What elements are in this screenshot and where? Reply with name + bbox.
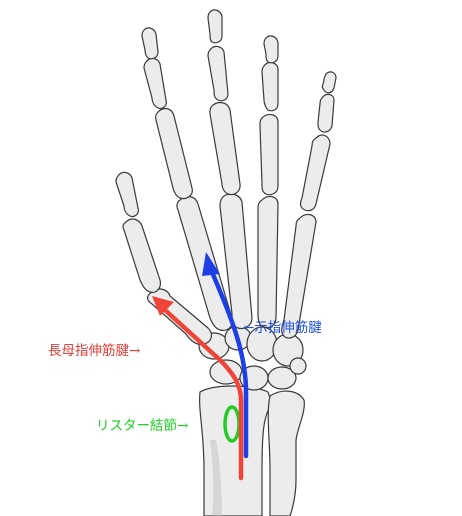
thumb-metacarpal (146, 288, 213, 345)
thumb-proximal-phalanx (122, 218, 161, 293)
middle-distal-phalanx (207, 9, 223, 44)
little-finger-bones (281, 71, 337, 339)
radius-bone (199, 385, 273, 516)
ulna-bone (267, 390, 305, 516)
edc-tendon-arrowhead (202, 252, 220, 276)
forearm-bones (199, 385, 305, 516)
carpal-triquetrum (267, 366, 297, 390)
carpal-pisiform (289, 357, 307, 375)
epl-tendon-arrowhead (152, 296, 174, 316)
middle-middle-phalanx (207, 45, 229, 102)
ring-metacarpal (257, 195, 279, 329)
little-proximal-phalanx (299, 134, 331, 212)
middle-finger-bones (207, 9, 253, 330)
extensor-pollicis-longus-tendon (162, 307, 244, 481)
little-metacarpal (281, 213, 317, 339)
little-middle-phalanx (317, 93, 335, 133)
ring-proximal-phalanx (259, 113, 279, 196)
little-distal-phalanx (321, 71, 337, 94)
epl-tendon-label: 長母指伸筋腱→ (48, 343, 141, 359)
extensor-indicis-tendon-label: ←示指伸筋腱 (243, 320, 322, 336)
middle-proximal-phalanx (209, 101, 241, 196)
lister-tubercle-label: リスター結節→ (96, 418, 189, 434)
index-middle-phalanx (143, 57, 167, 110)
middle-metacarpal (219, 193, 253, 330)
thumb-distal-phalanx (115, 171, 139, 218)
ring-finger-bones (257, 35, 279, 329)
index-distal-phalanx (141, 27, 159, 60)
index-proximal-phalanx (155, 107, 193, 200)
extensor-indicis-tendon (209, 269, 249, 459)
ring-distal-phalanx (263, 35, 279, 64)
ring-middle-phalanx (261, 61, 279, 112)
